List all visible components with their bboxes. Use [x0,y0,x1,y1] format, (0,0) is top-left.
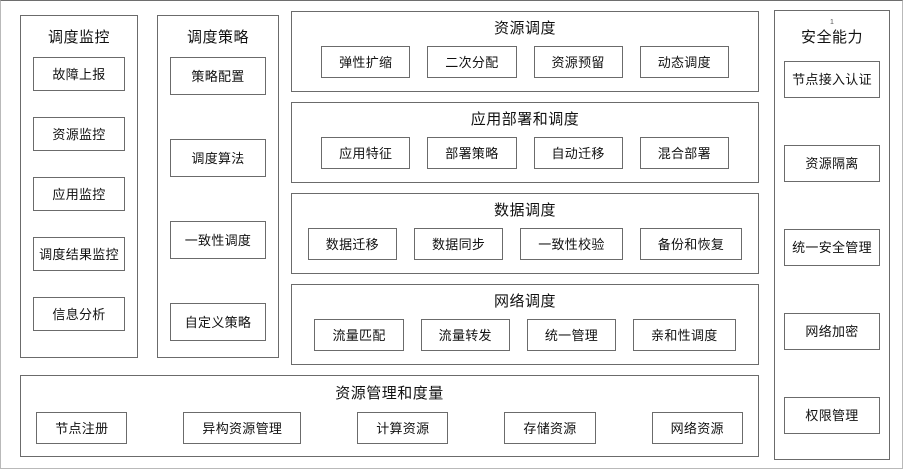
node-resource-isolation[interactable]: 资源隔离 [784,145,880,182]
group-application-deployment-scheduling: 应用部署和调度 应用特征 部署策略 自动迁移 混合部署 [291,102,759,183]
node-heterogeneous-resource-management[interactable]: 异构资源管理 [183,412,302,444]
group-resource-scheduling: 资源调度 弹性扩缩 二次分配 资源预留 动态调度 [291,11,759,92]
node-traffic-matching[interactable]: 流量匹配 [314,319,404,351]
node-automatic-migration[interactable]: 自动迁移 [533,137,623,169]
group-row-resource-management-and-metering: 节点注册 异构资源管理 计算资源 存储资源 网络资源 [21,412,758,444]
node-network-resource[interactable]: 网络资源 [651,412,743,444]
node-node-registration[interactable]: 节点注册 [36,412,128,444]
group-row-data-scheduling: 数据迁移 数据同步 一致性校验 备份和恢复 [292,228,758,260]
node-consistency-verification[interactable]: 一致性校验 [520,228,623,260]
node-affinity-scheduling[interactable]: 亲和性调度 [633,319,736,351]
node-compute-resource[interactable]: 计算资源 [357,412,449,444]
group-network-scheduling: 网络调度 流量匹配 流量转发 统一管理 亲和性调度 [291,284,759,365]
group-title-resource-scheduling: 资源调度 [493,20,556,37]
node-unified-management[interactable]: 统一管理 [526,319,617,351]
node-hybrid-deployment[interactable]: 混合部署 [639,137,729,169]
node-node-access-authentication[interactable]: 节点接入认证 [784,61,880,98]
group-row-application-deployment-scheduling: 应用特征 部署策略 自动迁移 混合部署 [292,137,758,169]
node-unified-security-management[interactable]: 统一安全管理 [784,229,880,266]
group-resource-management-and-metering: 资源管理和度量 节点注册 异构资源管理 计算资源 存储资源 网络资源 [20,375,759,457]
node-application-characteristics[interactable]: 应用特征 [321,137,411,169]
node-fault-report[interactable]: 故障上报 [33,57,125,91]
group-row-network-scheduling: 流量匹配 流量转发 统一管理 亲和性调度 [292,319,758,351]
node-resource-reservation[interactable]: 资源预留 [533,46,623,78]
node-secondary-allocation[interactable]: 二次分配 [427,46,517,78]
panel-scheduling-policy: 调度策略 策略配置 调度算法 一致性调度 自定义策略 [157,15,279,358]
node-data-migration[interactable]: 数据迁移 [307,228,397,260]
node-application-monitoring[interactable]: 应用监控 [33,177,125,211]
node-custom-policy[interactable]: 自定义策略 [170,303,266,341]
node-scheduling-result-monitoring[interactable]: 调度结果监控 [33,237,125,271]
node-network-encryption[interactable]: 网络加密 [784,313,880,350]
node-storage-resource[interactable]: 存储资源 [504,412,596,444]
panel-security-capability: 1 安全能力 节点接入认证 资源隔离 统一安全管理 网络加密 权限管理 [774,10,890,460]
group-title-network-scheduling: 网络调度 [493,293,556,310]
panel-title-security-capability: 安全能力 [800,29,863,46]
node-resource-monitoring[interactable]: 资源监控 [33,117,125,151]
node-elastic-scaling[interactable]: 弹性扩缩 [321,46,411,78]
node-permission-management[interactable]: 权限管理 [784,397,880,434]
panel-title-scheduling-policy: 调度策略 [186,29,249,46]
node-data-synchronization[interactable]: 数据同步 [413,228,504,260]
node-scheduling-algorithm[interactable]: 调度算法 [170,139,266,177]
panel-title-scheduling-monitoring: 调度监控 [47,29,110,46]
group-data-scheduling: 数据调度 数据迁移 数据同步 一致性校验 备份和恢复 [291,193,759,274]
group-title-resource-management-and-metering: 资源管理和度量 [335,385,444,402]
group-title-application-deployment-scheduling: 应用部署和调度 [470,111,580,128]
node-dynamic-scheduling[interactable]: 动态调度 [639,46,729,78]
node-information-analysis[interactable]: 信息分析 [33,297,125,331]
panel-scheduling-monitoring: 调度监控 故障上报 资源监控 应用监控 调度结果监控 信息分析 [20,15,138,358]
node-policy-configuration[interactable]: 策略配置 [170,57,266,95]
node-traffic-forwarding[interactable]: 流量转发 [420,319,510,351]
node-consistency-scheduling[interactable]: 一致性调度 [170,221,266,259]
node-backup-and-recovery[interactable]: 备份和恢复 [639,228,743,260]
node-deployment-policy[interactable]: 部署策略 [427,137,517,169]
group-title-data-scheduling: 数据调度 [493,202,556,219]
group-row-resource-scheduling: 弹性扩缩 二次分配 资源预留 动态调度 [292,46,758,78]
title-marker: 1 [830,19,834,26]
